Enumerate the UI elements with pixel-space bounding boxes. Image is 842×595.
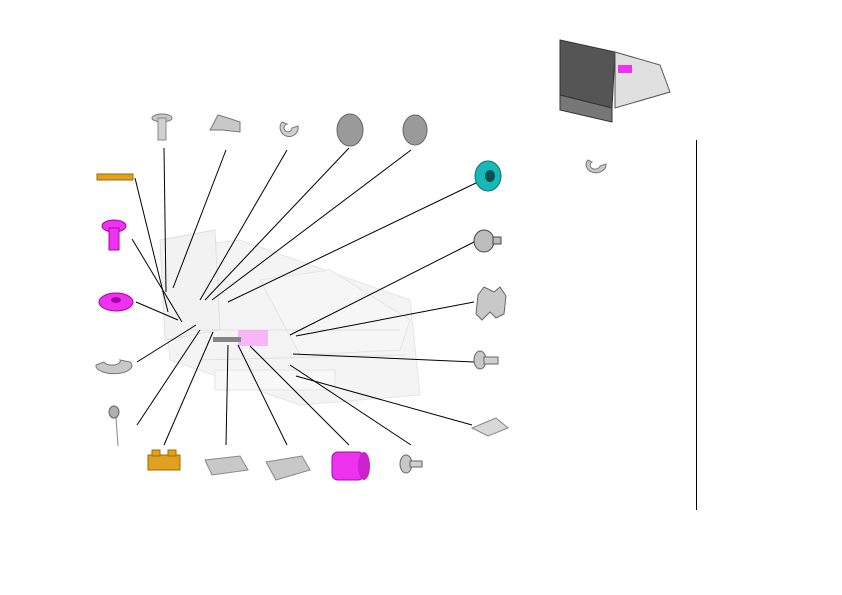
e-clip-part <box>279 121 299 137</box>
main-assembly <box>159 229 421 406</box>
cover-plate-part <box>265 455 311 481</box>
orange-block-part <box>147 449 181 471</box>
magenta-roller-part <box>331 451 370 481</box>
shoulder-pin-part <box>473 350 499 370</box>
disc-part-1 <box>336 113 364 147</box>
bracket-part <box>209 114 241 133</box>
knob-screw-part <box>473 229 502 253</box>
flat-plate-part <box>470 417 509 437</box>
small-knob-part <box>108 405 120 447</box>
magenta-pin-part <box>101 219 127 251</box>
e-clip-detail-part <box>585 159 607 174</box>
screw-part <box>151 113 173 141</box>
divider-line <box>696 140 697 510</box>
strip-plate-part <box>204 455 249 476</box>
magenta-washer-part <box>98 292 134 312</box>
leader-lines <box>131 147 479 446</box>
latch-part <box>475 286 507 321</box>
teal-roller-part <box>474 160 502 192</box>
small-stud-part <box>399 454 423 474</box>
gray-e-clip-part <box>95 359 133 375</box>
disc-part-2 <box>402 114 428 146</box>
thumbnail-image <box>553 5 677 135</box>
orange-shaft-part <box>96 173 134 181</box>
